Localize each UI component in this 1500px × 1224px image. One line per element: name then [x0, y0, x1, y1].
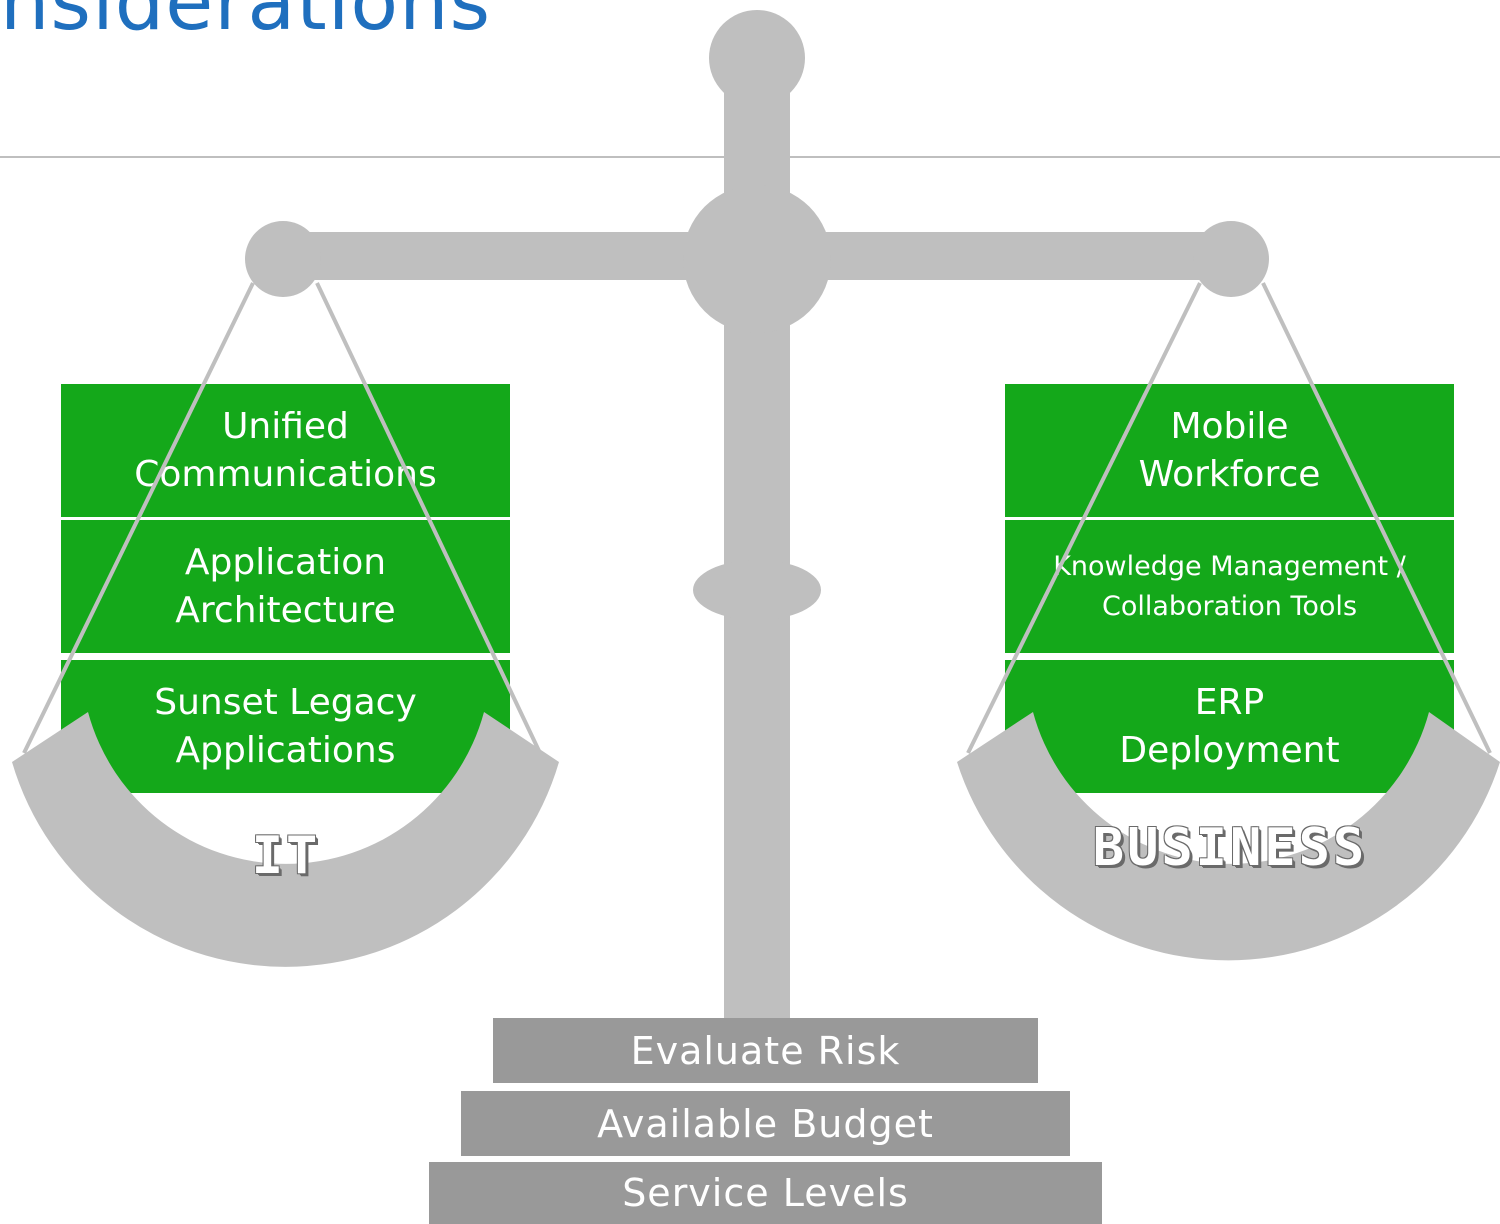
- right-pan-string-outer: [1261, 282, 1492, 754]
- base-step-service-levels: Service Levels: [429, 1162, 1102, 1224]
- right-pan-string-inner: [966, 282, 1202, 754]
- scale-center-hub: [683, 185, 831, 333]
- it-item-sunset-legacy-applications: Sunset Legacy Applications: [61, 660, 510, 793]
- business-item-knowledge-management: Knowledge Management / Collaboration Too…: [1005, 520, 1454, 653]
- it-item-unified-communications: Unified Communications: [61, 384, 510, 517]
- page-title: nsiderations: [0, 0, 492, 48]
- business-pan-label: BUSINESS: [1092, 818, 1368, 878]
- left-pan-string-inner: [315, 282, 542, 754]
- scale-left-end-knob: [245, 221, 321, 297]
- it-item-application-architecture: Application Architecture: [61, 520, 510, 653]
- base-step-evaluate-risk: Evaluate Risk: [493, 1018, 1038, 1083]
- scale-right-end-knob: [1193, 221, 1269, 297]
- left-pan: [12, 712, 559, 967]
- base-step-available-budget: Available Budget: [461, 1091, 1070, 1156]
- business-item-mobile-workforce: Mobile Workforce: [1005, 384, 1454, 517]
- right-pan: [957, 712, 1500, 961]
- scale-collar: [693, 560, 821, 620]
- it-pan-label: IT: [251, 826, 321, 886]
- left-pan-string-outer: [22, 282, 255, 754]
- business-item-erp-deployment: ERP Deployment: [1005, 660, 1454, 793]
